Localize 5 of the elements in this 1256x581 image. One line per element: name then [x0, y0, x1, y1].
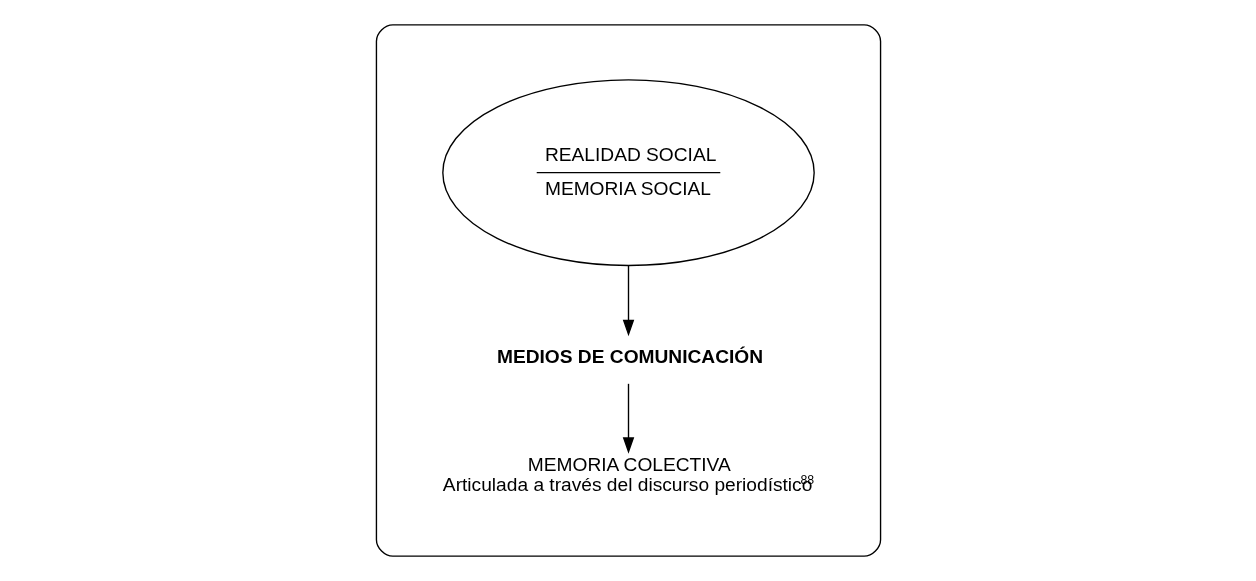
- arrow: [622, 265, 634, 337]
- node-text: MEDIOS DE COMUNICACIÓN: [496, 345, 763, 367]
- cluster: [375, 24, 881, 557]
- arrow: [622, 383, 634, 454]
- node-ellipse: REALIDAD SOCIAL MEMORIA SOCIAL: [441, 79, 815, 267]
